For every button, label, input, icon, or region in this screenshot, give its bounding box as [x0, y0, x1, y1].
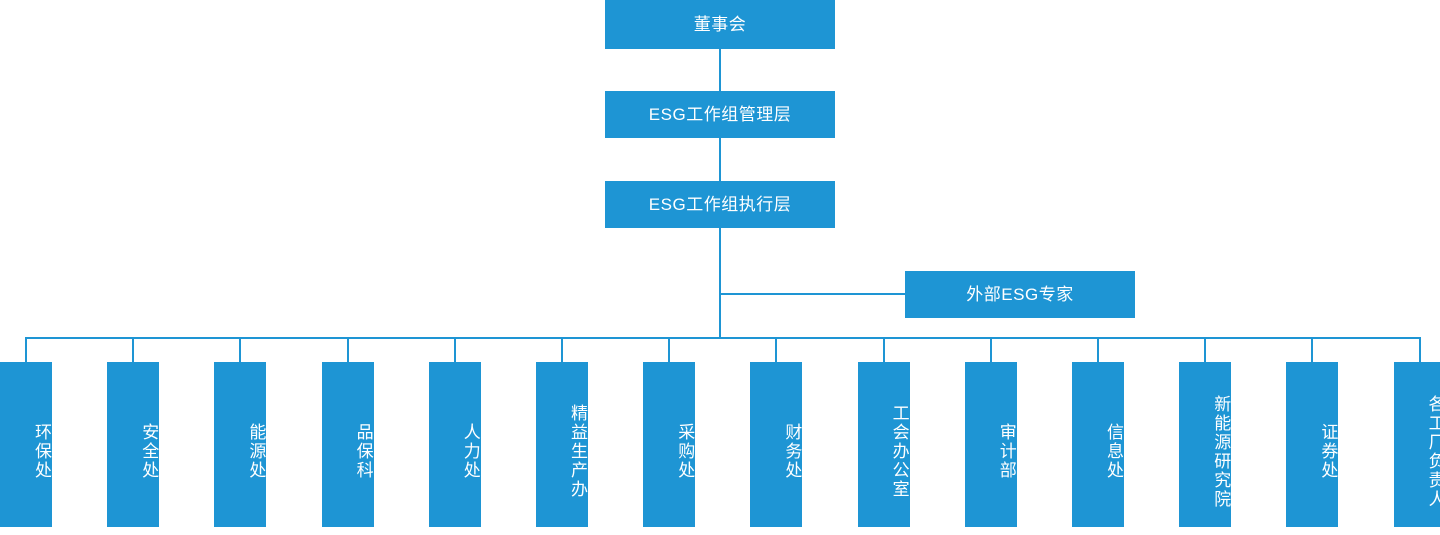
connector-department-drop	[882, 337, 885, 362]
node-department[interactable]: 采购处	[643, 362, 696, 527]
connector-department-drop	[453, 337, 456, 362]
node-department[interactable]: 证券处	[1286, 362, 1339, 527]
connector-department-drop	[1311, 337, 1314, 362]
node-external-esg-expert[interactable]: 外部ESG专家	[905, 271, 1135, 318]
node-esg-management-layer[interactable]: ESG工作组管理层	[605, 91, 835, 138]
connector-department-drop	[1097, 337, 1099, 362]
node-label: 证券处	[1318, 423, 1338, 480]
node-label: 财务处	[782, 423, 802, 480]
node-department[interactable]: 各工厂负责人	[1393, 362, 1440, 527]
connector-department-drop	[346, 337, 349, 362]
node-label: 品保科	[353, 423, 373, 480]
connector-execution-to-external-expert	[719, 293, 906, 295]
node-board-of-directors[interactable]: 董事会	[605, 0, 835, 49]
node-label: 各工厂负责人	[1425, 394, 1440, 509]
node-department[interactable]: 精益生产办	[536, 362, 588, 527]
node-label: 新能源研究院	[1211, 394, 1231, 509]
node-label: 工会办公室	[889, 404, 909, 499]
connector-department-drop	[239, 337, 242, 362]
node-department[interactable]: 能源处	[214, 362, 267, 527]
node-department[interactable]: 安全处	[107, 362, 160, 527]
connector-department-drop	[25, 337, 27, 362]
node-label: ESG工作组管理层	[648, 104, 792, 124]
node-department[interactable]: 新能源研究院	[1179, 362, 1232, 527]
node-label: 外部ESG专家	[966, 284, 1074, 304]
connector-department-bus	[26, 337, 1420, 339]
node-department[interactable]: 工会办公室	[857, 362, 910, 527]
connector-department-drop	[1418, 337, 1421, 362]
connector-department-drop	[132, 337, 135, 362]
node-department[interactable]: 环保处	[0, 362, 52, 527]
node-department[interactable]: 品保科	[321, 362, 374, 527]
connector-department-drop	[989, 337, 992, 362]
connector-department-drop	[775, 337, 778, 362]
node-label: 精益生产办	[568, 404, 587, 499]
node-label: ESG工作组执行层	[648, 194, 792, 214]
node-label: 安全处	[139, 423, 159, 480]
node-department[interactable]: 信息处	[1072, 362, 1124, 527]
node-department[interactable]: 审计部	[964, 362, 1017, 527]
node-label: 环保处	[32, 423, 51, 480]
connector-department-drop	[668, 337, 671, 362]
connector-department-drop	[561, 337, 563, 362]
connector-board-to-esg-management	[719, 49, 721, 91]
node-label: 能源处	[246, 423, 266, 480]
node-label: 审计部	[996, 423, 1016, 480]
node-label: 信息处	[1104, 423, 1123, 480]
node-label: 人力处	[460, 423, 480, 480]
connector-execution-trunk	[719, 228, 721, 339]
node-label: 董事会	[693, 14, 747, 34]
node-label: 采购处	[675, 423, 695, 480]
node-department[interactable]: 财务处	[750, 362, 803, 527]
node-department[interactable]: 人力处	[428, 362, 481, 527]
node-esg-execution-layer[interactable]: ESG工作组执行层	[605, 181, 835, 228]
connector-esg-management-to-execution	[719, 138, 721, 181]
connector-department-drop	[1204, 337, 1207, 362]
